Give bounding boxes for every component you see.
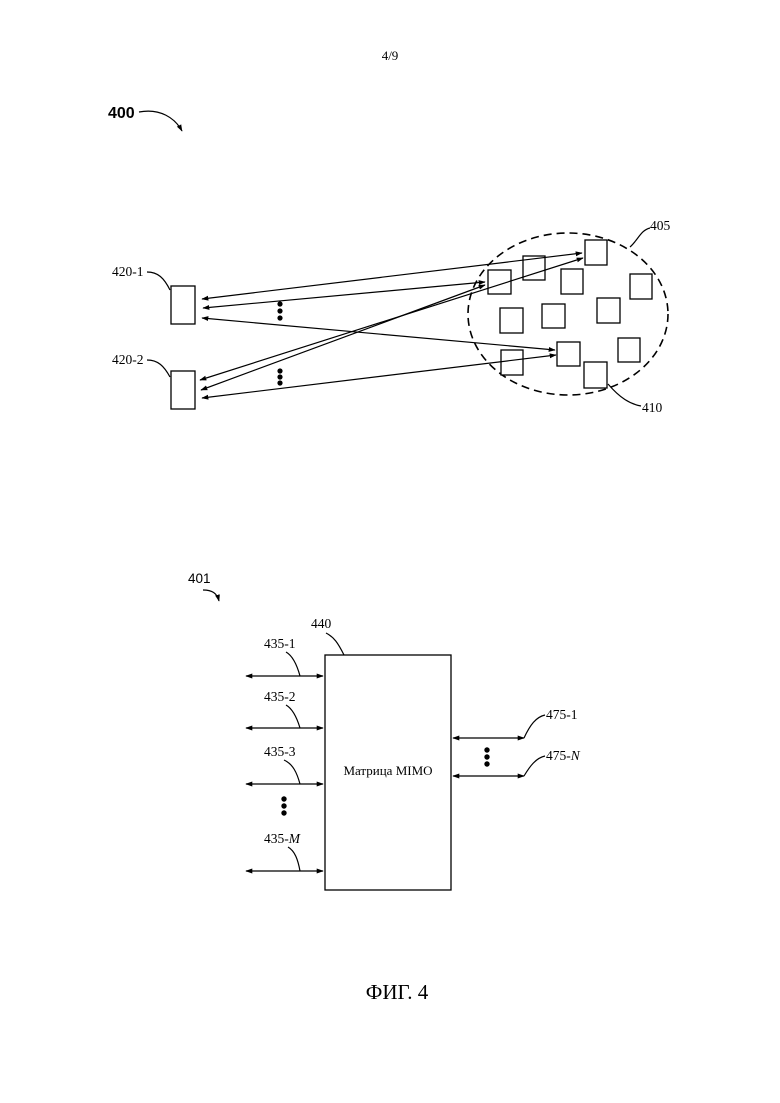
antenna-element	[561, 269, 583, 294]
terminal-420-2-label: 420-2	[112, 352, 144, 367]
port-475-N-leader	[524, 756, 545, 776]
antenna-element	[501, 350, 523, 375]
region-405-label: 405	[650, 218, 671, 233]
element-410-label: 410	[642, 400, 663, 415]
antenna-element	[557, 342, 580, 366]
diagram-401: 401 Матрица MIMO 440 435-1 435-2 435-3 4…	[188, 571, 581, 890]
terminal-420-1-label: 420-1	[112, 264, 144, 279]
port-475-1-leader	[524, 715, 545, 738]
ellipsis-dots	[277, 301, 282, 385]
terminal-420-2-leader	[147, 360, 170, 377]
port-435-2-leader	[286, 705, 300, 728]
matrix-440-leader	[326, 633, 344, 655]
port-475-1-label: 475-1	[546, 707, 578, 722]
antenna-element	[597, 298, 620, 323]
antenna-element	[500, 308, 523, 333]
link-arrow	[203, 282, 485, 308]
region-405-ellipse	[468, 233, 668, 395]
antenna-element	[585, 240, 607, 265]
antenna-element	[542, 304, 565, 328]
link-arrow	[202, 355, 556, 398]
element-410-leader	[608, 384, 641, 406]
port-435-3-leader	[284, 760, 300, 784]
port-435-1-leader	[286, 652, 300, 676]
port-475-N-label: 475-N	[546, 748, 581, 763]
terminal-420-1	[171, 286, 195, 324]
page-number: 4/9	[382, 48, 399, 63]
port-435-M-leader	[288, 847, 300, 871]
terminal-420-2	[171, 371, 195, 409]
diagram-400: 400 405 410 420-1 420-2	[108, 105, 671, 415]
terminal-420-1-leader	[147, 272, 170, 290]
figure-caption: ФИГ. 4	[366, 980, 429, 1004]
diagram-400-ref-arrow	[139, 111, 182, 131]
port-435-2-label: 435-2	[264, 689, 296, 704]
antenna-element	[630, 274, 652, 299]
matrix-440-label: 440	[311, 616, 332, 631]
mimo-matrix-label: Матрица MIMO	[343, 763, 432, 778]
port-435-3-label: 435-3	[264, 744, 296, 759]
left-ellipsis-dots	[281, 796, 286, 815]
right-ellipsis-dots	[484, 747, 489, 766]
diagram-401-ref-label: 401	[188, 571, 211, 586]
port-435-M-label: 435-M	[264, 831, 301, 846]
diagram-400-ref-label: 400	[108, 105, 135, 122]
port-435-1-label: 435-1	[264, 636, 296, 651]
antenna-element	[618, 338, 640, 362]
link-arrow	[201, 285, 485, 390]
antenna-element	[584, 362, 607, 388]
region-405-leader	[630, 228, 650, 247]
diagram-401-ref-arrow	[203, 590, 219, 601]
